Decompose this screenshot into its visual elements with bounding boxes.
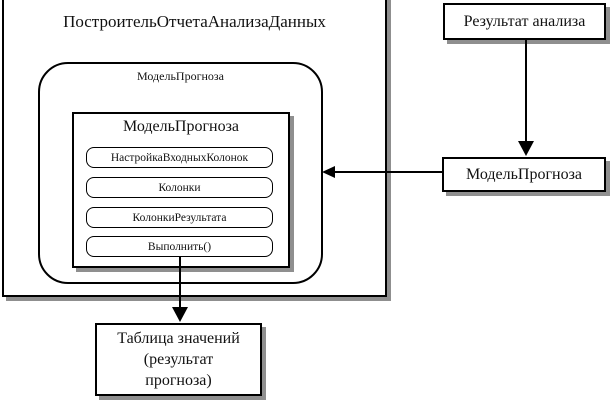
member-execute-method: Выполнить() [86, 236, 273, 257]
forecast-model-box: МодельПрогноза [442, 157, 606, 192]
member-columns: Колонки [86, 177, 273, 198]
member-input-columns-settings: НастройкаВходныхКолонок [86, 147, 273, 168]
values-table-box: Таблица значений (результат прогноза) [95, 323, 262, 396]
values-table-line-1: Таблица значений [117, 330, 240, 347]
member-result-columns: КолонкиРезультата [86, 207, 273, 228]
values-table-line-2: (результат [143, 351, 214, 368]
forecast-model-class-title: МодельПрогноза [123, 118, 239, 135]
arrow-result-to-model-line [525, 40, 527, 142]
arrow-model-to-group-arrowhead [322, 166, 335, 178]
analysis-result-label: Результат анализа [463, 12, 586, 30]
forecast-model-label: МодельПрогноза [466, 165, 582, 183]
arrow-execute-to-table-line [179, 257, 181, 308]
report-builder-box: ПостроительОтчетаАнализаДанных МодельПро… [2, 0, 387, 297]
report-builder-title: ПостроительОтчетаАнализаДанных [63, 12, 326, 31]
arrow-result-to-model-arrowhead [518, 141, 534, 156]
arrow-model-to-group-line [334, 171, 442, 173]
forecast-model-group-label: МодельПрогноза [137, 69, 224, 83]
forecast-model-group: МодельПрогноза МодельПрогноза НастройкаВ… [38, 62, 323, 284]
values-table-line-3: прогноза) [145, 372, 212, 389]
analysis-result-box: Результат анализа [443, 3, 606, 40]
arrow-execute-to-table-arrowhead [172, 307, 188, 322]
forecast-model-class-box: МодельПрогноза НастройкаВходныхКолонок К… [72, 112, 290, 268]
